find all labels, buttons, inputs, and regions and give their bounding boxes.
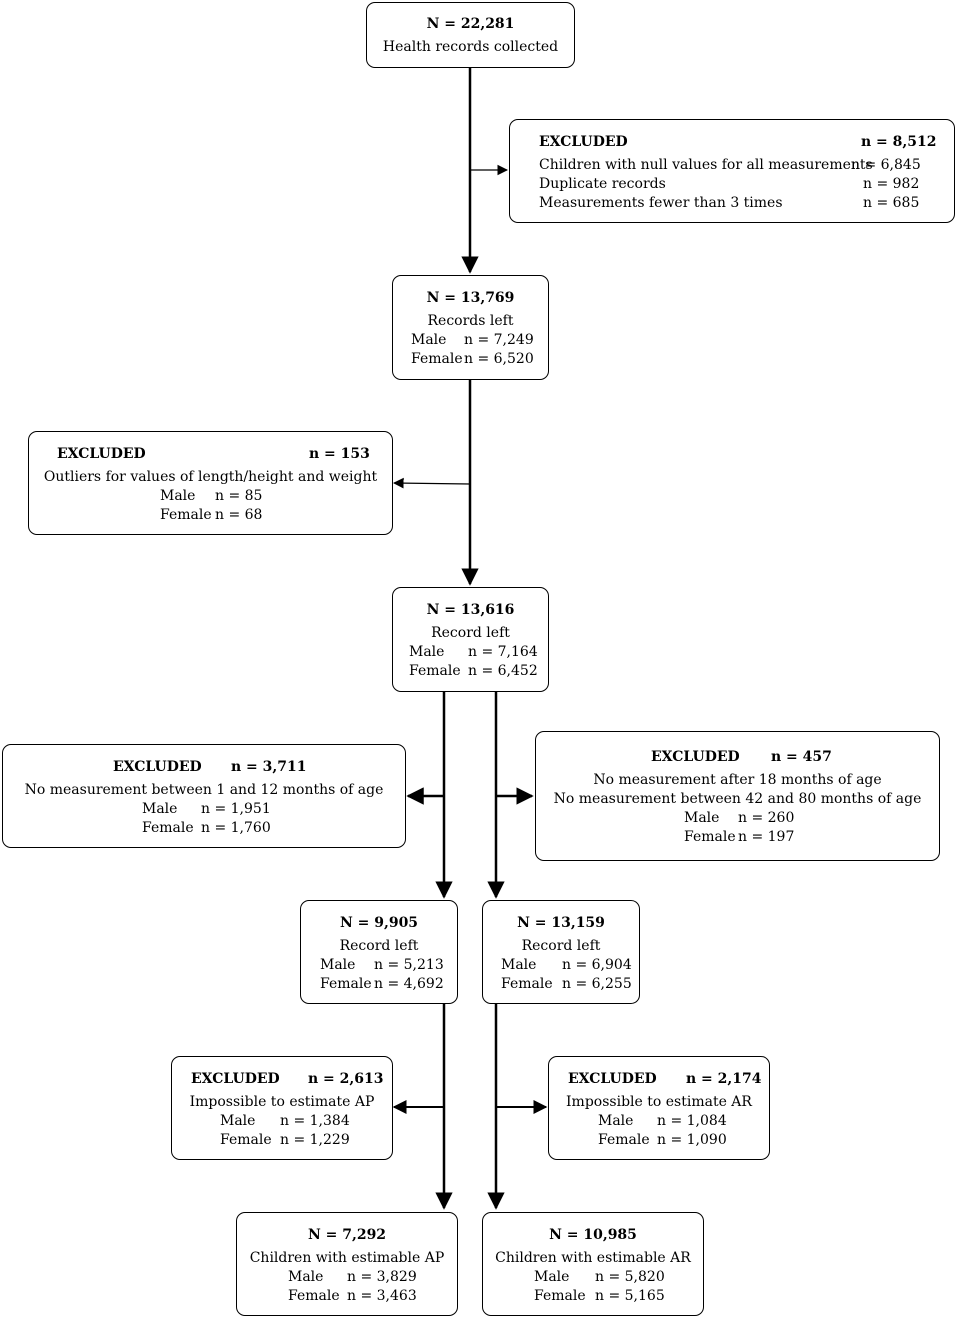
- male-n: n = 1,384: [280, 1113, 350, 1129]
- excluded-reason-n: n = 982: [863, 176, 920, 192]
- female-label: Female: [160, 507, 212, 523]
- female-label: Female: [534, 1288, 586, 1304]
- total-label: Health records collected: [382, 39, 559, 55]
- male-label: Male: [320, 957, 356, 973]
- female-label: Female: [288, 1288, 340, 1304]
- arrow-to-excl2: [392, 477, 471, 489]
- excluded-box-2: EXCLUDED n = 153 Outliers for values of …: [28, 431, 393, 535]
- records-left-box-3a: N = 9,905 Record left Male n = 5,213 Fem…: [300, 900, 458, 1004]
- excluded-reason: Impossible to estimate AR: [566, 1094, 752, 1110]
- male-label: Male: [160, 488, 196, 504]
- excluded-reason: No measurement after 18 months of age: [593, 772, 882, 788]
- male-n: n = 5,820: [595, 1269, 665, 1285]
- excluded-box-3: EXCLUDED n = 3,711 No measurement betwee…: [2, 744, 406, 848]
- excluded-reason: No measurement between 42 and 80 months …: [553, 791, 922, 807]
- excluded-reason: Measurements fewer than 3 times: [539, 195, 783, 211]
- excluded-n: n = 3,711: [231, 759, 307, 775]
- excluded-title: EXCLUDED: [651, 749, 740, 765]
- records-left-box-3b: N = 13,159 Record left Male n = 6,904 Fe…: [482, 900, 640, 1004]
- male-label: Male: [598, 1113, 634, 1129]
- female-n: n = 68: [215, 507, 263, 523]
- male-label: Male: [411, 332, 447, 348]
- male-n: n = 260: [738, 810, 795, 826]
- male-n: n = 7,164: [468, 644, 538, 660]
- records-left-label: Records left: [427, 313, 514, 329]
- female-label: Female: [409, 663, 461, 679]
- final-n: N = 7,292: [307, 1227, 387, 1243]
- records-left-label: Record left: [339, 938, 419, 954]
- male-n: n = 1,084: [657, 1113, 727, 1129]
- male-n: n = 3,829: [347, 1269, 417, 1285]
- excluded-title: EXCLUDED: [539, 134, 628, 150]
- male-label: Male: [684, 810, 720, 826]
- excluded-reason: Outliers for values of length/height and…: [43, 469, 378, 485]
- excluded-reason: Impossible to estimate AP: [189, 1094, 375, 1110]
- records-left-box-2: N = 13,616 Record left Male n = 7,164 Fe…: [392, 587, 549, 692]
- female-n: n = 6,452: [468, 663, 538, 679]
- excluded-n: n = 153: [309, 446, 370, 462]
- excluded-reason: Duplicate records: [539, 176, 666, 192]
- records-left-n: N = 9,905: [339, 915, 419, 931]
- records-left-label: Record left: [431, 625, 510, 641]
- excluded-box-4: EXCLUDED n = 457 No measurement after 18…: [535, 731, 940, 861]
- excluded-box-6: EXCLUDED n = 2,174 Impossible to estimat…: [548, 1056, 770, 1160]
- excluded-title: EXCLUDED: [191, 1071, 280, 1087]
- excluded-reason-n: n = 6,845: [851, 157, 921, 173]
- excluded-n: n = 2,613: [308, 1071, 384, 1087]
- excluded-box-5: EXCLUDED n = 2,613 Impossible to estimat…: [171, 1056, 393, 1160]
- final-label: Children with estimable AR: [495, 1250, 691, 1266]
- excluded-n: n = 8,512: [861, 134, 937, 150]
- records-left-n: N = 13,616: [426, 602, 515, 618]
- female-n: n = 6,520: [464, 351, 534, 367]
- records-left-box-1: N = 13,769 Records left Male n = 7,249 F…: [392, 275, 549, 380]
- excluded-n: n = 2,174: [686, 1071, 762, 1087]
- male-label: Male: [288, 1269, 324, 1285]
- male-n: n = 1,951: [201, 801, 271, 817]
- male-label: Male: [534, 1269, 570, 1285]
- female-label: Female: [684, 829, 736, 845]
- female-n: n = 1,229: [280, 1132, 350, 1148]
- male-n: n = 7,249: [464, 332, 534, 348]
- excluded-reason-n: n = 685: [863, 195, 920, 211]
- male-label: Male: [501, 957, 537, 973]
- female-n: n = 3,463: [347, 1288, 417, 1304]
- female-label: Female: [411, 351, 463, 367]
- records-left-label: Record left: [521, 938, 601, 954]
- male-label: Male: [409, 644, 445, 660]
- female-label: Female: [598, 1132, 650, 1148]
- final-n: N = 10,985: [549, 1227, 637, 1243]
- excluded-reason: Children with null values for all measur…: [539, 157, 873, 173]
- female-label: Female: [501, 976, 553, 992]
- female-n: n = 4,692: [374, 976, 444, 992]
- male-n: n = 6,904: [562, 957, 632, 973]
- records-left-n: N = 13,159: [517, 915, 605, 931]
- female-n: n = 1,090: [657, 1132, 727, 1148]
- female-n: n = 6,255: [562, 976, 632, 992]
- male-n: n = 5,213: [374, 957, 444, 973]
- total-records-box: N = 22,281 Health records collected: [366, 2, 575, 68]
- final-ap-box: N = 7,292 Children with estimable AP Mal…: [236, 1212, 458, 1316]
- final-label: Children with estimable AP: [249, 1250, 445, 1266]
- excluded-title: EXCLUDED: [568, 1071, 657, 1087]
- female-label: Female: [220, 1132, 272, 1148]
- excluded-reason: No measurement between 1 and 12 months o…: [24, 782, 384, 798]
- total-n: N = 22,281: [426, 16, 515, 32]
- male-label: Male: [142, 801, 178, 817]
- male-label: Male: [220, 1113, 256, 1129]
- female-label: Female: [320, 976, 372, 992]
- female-n: n = 1,760: [201, 820, 271, 836]
- excluded-title: EXCLUDED: [113, 759, 202, 775]
- records-left-n: N = 13,769: [426, 290, 515, 306]
- excluded-box-1: EXCLUDED n = 8,512 Children with null va…: [509, 119, 955, 223]
- final-ar-box: N = 10,985 Children with estimable AR Ma…: [482, 1212, 704, 1316]
- female-label: Female: [142, 820, 194, 836]
- excluded-title: EXCLUDED: [57, 446, 146, 462]
- female-n: n = 5,165: [595, 1288, 665, 1304]
- female-n: n = 197: [738, 829, 795, 845]
- excluded-n: n = 457: [771, 749, 832, 765]
- male-n: n = 85: [215, 488, 263, 504]
